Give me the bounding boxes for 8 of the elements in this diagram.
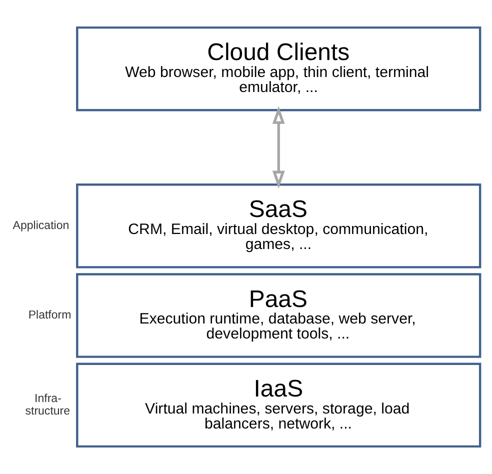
node-label: Infra- structure (25, 392, 70, 418)
node-label: Application (12, 220, 70, 232)
node-box: Cloud Clients Web browser, mobile app, thin client, terminal emulator, ... (76, 26, 482, 112)
arrow (272, 106, 285, 189)
node-box: IaaS Virtual machines, servers, storage, load balancers, network, ... (76, 362, 482, 448)
node-label: Platform (28, 310, 72, 322)
node-box: SaaS CRM, Email, virtual desktop, communication, games, ... (76, 184, 482, 268)
node-box: PaaS Execution runtime, database, web server, development tools, ... (76, 273, 482, 358)
